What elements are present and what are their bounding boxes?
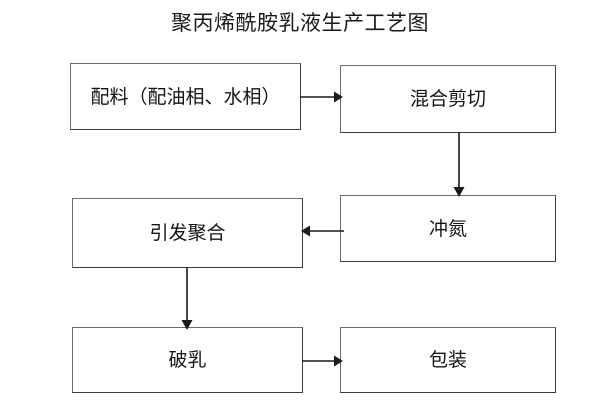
flow-node-mixing[interactable]: 混合剪切: [340, 65, 556, 133]
flow-node-batching-label: 配料（配油相、水相）: [90, 85, 281, 108]
flow-node-nitrogen-label: 冲氮: [428, 217, 467, 240]
flow-node-demulsify-label: 破乳: [168, 349, 207, 371]
arrow-nitrogen-to-polymerize: [301, 225, 344, 237]
flow-node-packaging-label: 包装: [428, 349, 467, 371]
flow-node-mixing-label: 混合剪切: [409, 88, 486, 110]
arrow-demulsify-to-packaging: [302, 355, 343, 367]
flow-node-packaging[interactable]: 包装: [340, 327, 556, 393]
flow-node-demulsify[interactable]: 破乳: [72, 327, 303, 393]
arrow-mixing-to-nitrogen: [453, 132, 465, 197]
flow-node-polymerize-label: 引发聚合: [149, 222, 226, 244]
arrow-polymerize-to-demulsify: [181, 267, 193, 330]
flow-node-polymerize[interactable]: 引发聚合: [72, 198, 303, 268]
flow-node-batching[interactable]: 配料（配油相、水相）: [70, 63, 301, 130]
page-title: 聚丙烯酰胺乳液生产工艺图: [171, 11, 429, 35]
flow-node-nitrogen[interactable]: 冲氮: [340, 195, 556, 262]
arrow-batching-to-mixing: [300, 91, 343, 103]
